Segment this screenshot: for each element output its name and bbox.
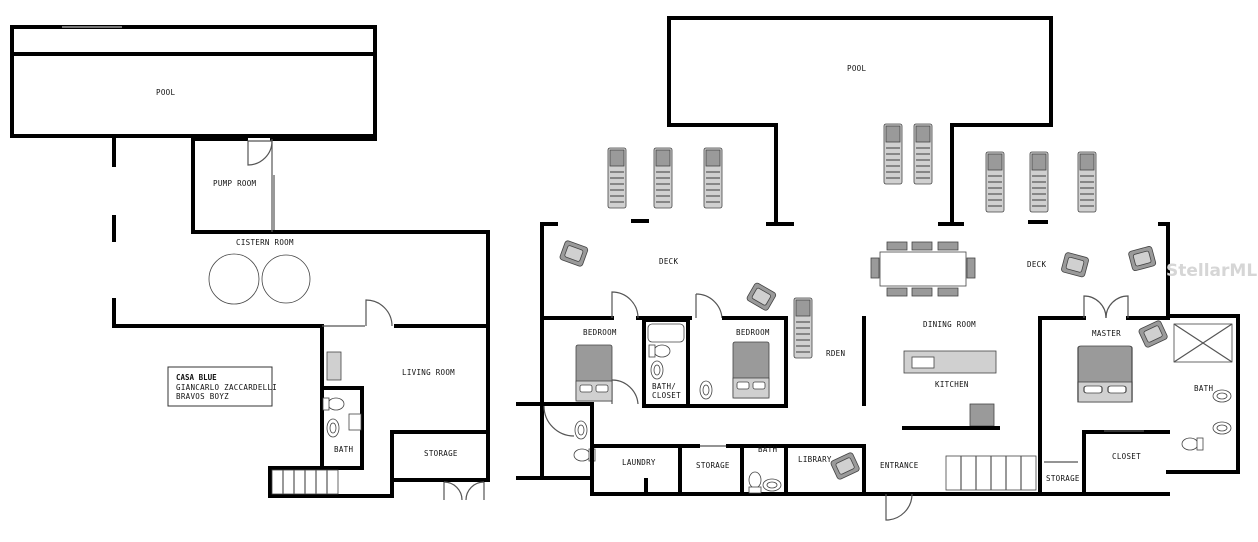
bath-closet: BATH/ CLOSET xyxy=(642,318,690,408)
bedroom-right: BEDROOM RDEN xyxy=(686,293,845,408)
bath-small-label: BATH xyxy=(758,445,777,454)
info-box-line1: GIANCARLO ZACCARDELLI xyxy=(176,383,277,392)
cistern-tank-2 xyxy=(261,254,311,304)
master-label: MASTER xyxy=(1092,329,1121,338)
master-bath: BATH xyxy=(1166,314,1240,474)
bath-label-left: BATH xyxy=(334,445,353,454)
storage-label-left: STORAGE xyxy=(424,449,458,458)
cistern-room: CISTERN ROOM xyxy=(208,238,311,305)
storage-left: STORAGE xyxy=(390,430,490,501)
pump-room-label: PUMP ROOM xyxy=(213,179,257,188)
bedroom-left-label: BEDROOM xyxy=(583,328,617,337)
kitchen-label: KITCHEN xyxy=(935,380,969,389)
pool-right: POOL xyxy=(667,16,1053,226)
master-bedroom: MASTER xyxy=(1038,295,1170,458)
pool-loungers xyxy=(607,123,1097,359)
laundry-label: LAUNDRY xyxy=(622,458,656,467)
left-plan: POOL PUMP ROOM CISTERN ROOM xyxy=(10,25,490,501)
master-bath-label: BATH xyxy=(1194,384,1213,393)
bath-closet-label-1: BATH/ xyxy=(652,382,676,391)
deck-label-left: DECK xyxy=(659,257,678,266)
dining-room-label: DINING ROOM xyxy=(923,320,976,329)
pump-room: PUMP ROOM xyxy=(191,134,490,234)
garden-label: RDEN xyxy=(826,349,845,358)
kitchen-dining: DINING ROOM KITCHEN xyxy=(862,316,1000,430)
watermark: StellarMLS xyxy=(1166,261,1258,281)
deck-label-right: DECK xyxy=(1027,260,1046,269)
info-box-title: CASA BLUE xyxy=(176,373,217,382)
info-box: CASA BLUE GIANCARLO ZACCARDELLI BRAVOS B… xyxy=(167,366,277,407)
bath-closet-label-2: CLOSET xyxy=(652,391,681,400)
closet: CLOSET xyxy=(1082,430,1170,496)
pool-label-right: POOL xyxy=(847,64,866,73)
pool-left: POOL xyxy=(10,25,377,138)
living-room: LIVING ROOM xyxy=(320,299,490,470)
kitchen-appliance xyxy=(969,403,995,427)
kitchenette-counter xyxy=(326,351,342,381)
storage-label-2: STORAGE xyxy=(1046,474,1080,483)
entrance-label: ENTRANCE xyxy=(880,461,919,470)
cistern-room-label: CISTERN ROOM xyxy=(236,238,294,247)
closet-label: CLOSET xyxy=(1112,452,1141,461)
bath-left: BATH xyxy=(320,386,364,470)
pool-label-left: POOL xyxy=(156,88,175,97)
living-room-label: LIVING ROOM xyxy=(402,368,455,377)
bottom-rooms: LAUNDRY STORAGE BATH LIBRARY ENTRANCE ST… xyxy=(516,444,1170,521)
stairs-left xyxy=(268,466,394,498)
storage-label-1: STORAGE xyxy=(696,461,730,470)
dining-table xyxy=(870,241,976,297)
right-plan: POOL DECK DECK xyxy=(516,16,1258,521)
cistern-tank-1 xyxy=(208,253,260,305)
info-box-line2: BRAVOS BOYZ xyxy=(176,392,229,401)
bedroom-right-label: BEDROOM xyxy=(736,328,770,337)
library-label: LIBRARY xyxy=(798,455,832,464)
